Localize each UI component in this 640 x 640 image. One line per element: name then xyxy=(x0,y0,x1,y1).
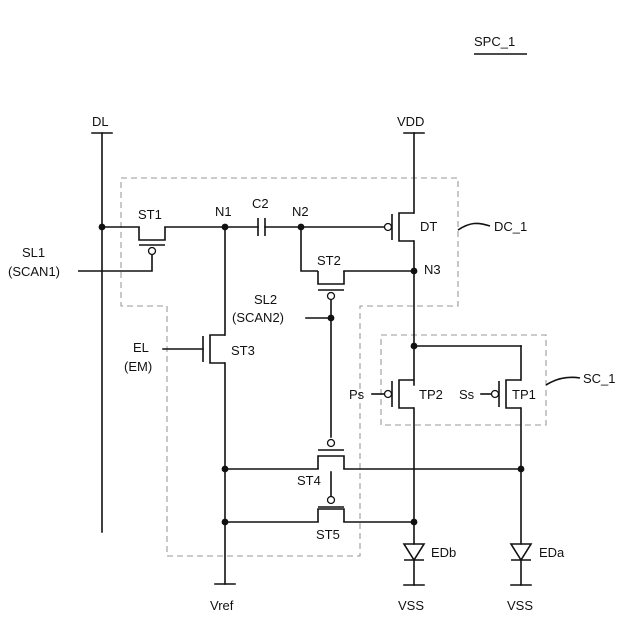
scan1-label: SL1 xyxy=(22,245,45,260)
st5-gate-bubble xyxy=(328,497,335,504)
st3-label: ST3 xyxy=(231,343,255,358)
dt-gate-bubble xyxy=(385,224,392,231)
n2-label: N2 xyxy=(292,204,309,219)
c2-label: C2 xyxy=(252,196,269,211)
scan1-wire xyxy=(78,255,152,271)
junction-edb-st5 xyxy=(411,519,418,526)
ss-label: Ss xyxy=(459,387,475,402)
n2-to-st2-wire xyxy=(301,227,318,271)
eda-label: EDa xyxy=(539,545,565,560)
junction-scan2 xyxy=(328,315,335,322)
junction-vref-st5 xyxy=(222,519,229,526)
edb-label: EDb xyxy=(431,545,456,560)
st5-label: ST5 xyxy=(316,527,340,542)
st5-transistor xyxy=(318,509,344,522)
junction-n1 xyxy=(222,224,229,231)
st4-gate-bubble xyxy=(328,440,335,447)
junction-n2 xyxy=(298,224,305,231)
sensing-circuit-label: SC_1 xyxy=(583,371,616,386)
n1-label: N1 xyxy=(215,204,232,219)
st1-label: ST1 xyxy=(138,207,162,222)
junction-dl xyxy=(99,224,106,231)
tp1-label: TP1 xyxy=(512,387,536,402)
junction-vref-st4 xyxy=(222,466,229,473)
vref-label: Vref xyxy=(210,598,234,613)
st2-label: ST2 xyxy=(317,253,341,268)
junction-n3 xyxy=(411,268,418,275)
st2-transistor xyxy=(318,271,344,284)
scan2-sublabel: (SCAN2) xyxy=(232,310,284,325)
n3-label: N3 xyxy=(424,262,441,277)
scan2-label: SL2 xyxy=(254,292,277,307)
figure-id-label: SPC_1 xyxy=(474,34,515,49)
vss-b-label: VSS xyxy=(398,598,424,613)
st3-transistor xyxy=(210,335,225,363)
emission-label: EL xyxy=(133,340,149,355)
driver-circuit-box xyxy=(121,178,458,556)
sensing-circuit-leader xyxy=(546,377,580,385)
st2-gate-bubble xyxy=(328,293,335,300)
tp2-label: TP2 xyxy=(419,387,443,402)
ps-label: Ps xyxy=(349,387,365,402)
dt-transistor xyxy=(399,213,414,241)
driver-circuit-label: DC_1 xyxy=(494,219,527,234)
scan1-sublabel: (SCAN1) xyxy=(8,264,60,279)
tp2-transistor xyxy=(399,380,414,408)
junction-sensing xyxy=(411,343,418,350)
dt-label: DT xyxy=(420,219,437,234)
junction-eda-st4 xyxy=(518,466,525,473)
st1-gate-bubble xyxy=(149,248,156,255)
st1-transistor xyxy=(139,227,165,240)
st4-label: ST4 xyxy=(297,473,321,488)
tp1-gate-bubble xyxy=(492,391,499,398)
tp2-gate-bubble xyxy=(385,391,392,398)
eda-diode-symbol xyxy=(511,544,531,560)
edb-diode-symbol xyxy=(404,544,424,560)
st4-transistor xyxy=(318,456,344,469)
driver-circuit-leader xyxy=(458,223,490,230)
vss-a-label: VSS xyxy=(507,598,533,613)
vdd-label: VDD xyxy=(397,114,424,129)
data-line-label: DL xyxy=(92,114,109,129)
emission-sublabel: (EM) xyxy=(124,359,152,374)
